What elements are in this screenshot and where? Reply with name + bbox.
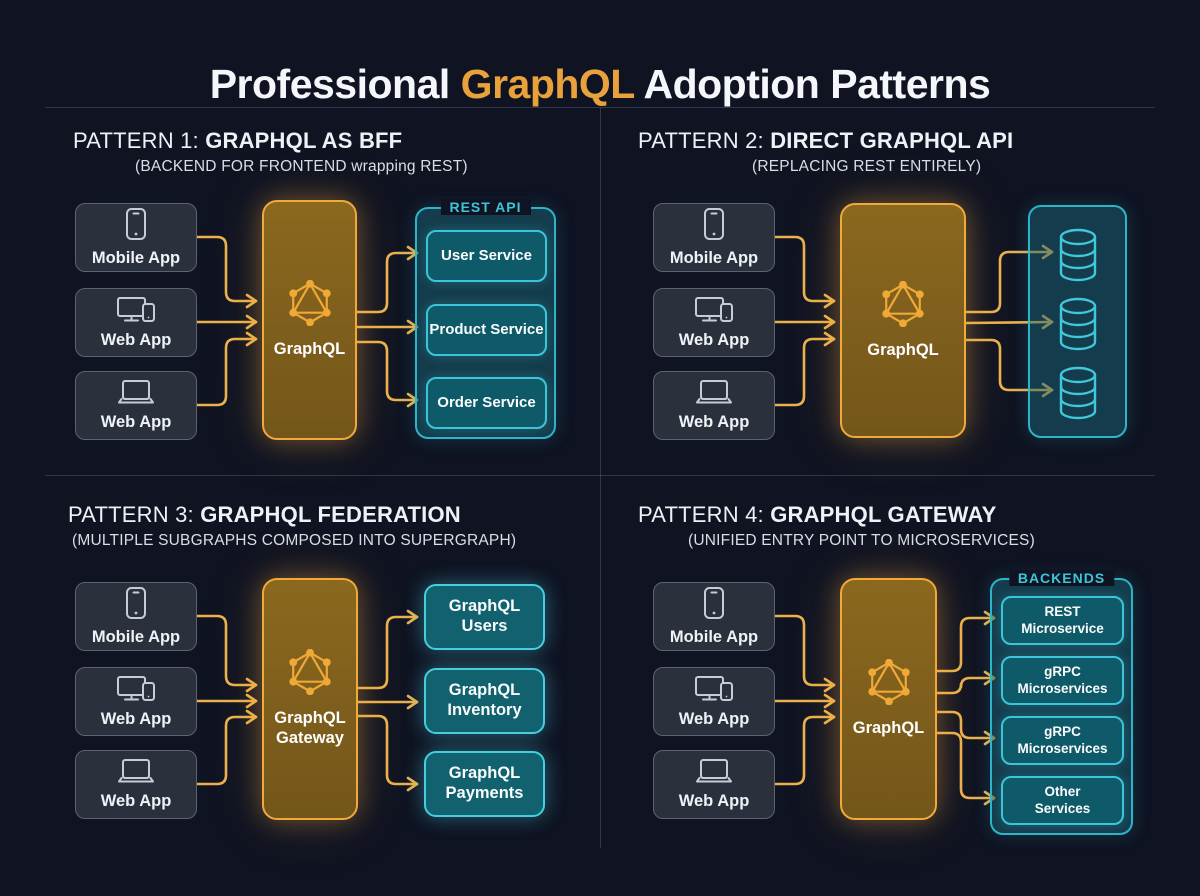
subgraph-box: GraphQL Users	[424, 584, 545, 650]
divider-vertical	[600, 108, 601, 848]
backend-box: REST Microservice	[1001, 596, 1124, 645]
rest-api-group: REST API User Service Product Service Or…	[415, 199, 556, 439]
hub-label: GraphQL Gateway	[274, 709, 346, 747]
pattern-2-subtitle: (REPLACING REST ENTIRELY)	[752, 158, 982, 175]
client-box-web-app: Web App	[75, 750, 197, 819]
pattern-3-heading: PATTERN 3: GRAPHQL FEDERATION	[68, 502, 461, 527]
laptop-icon	[694, 758, 734, 789]
devices-icon	[116, 295, 156, 328]
divider-top	[45, 107, 1155, 108]
devices-icon	[694, 674, 734, 707]
group-label: BACKENDS	[1008, 570, 1115, 586]
client-label: Web App	[100, 413, 172, 431]
pattern-1-heading: PATTERN 1: GRAPHQL AS BFF	[73, 128, 403, 153]
client-box-web-app: Web App	[75, 288, 197, 357]
service-box: Order Service	[426, 377, 547, 429]
devices-icon	[694, 295, 734, 328]
service-box: User Service	[426, 230, 547, 282]
client-box-mobile-app: Mobile App	[75, 203, 197, 272]
hub-label: GraphQL	[852, 719, 925, 738]
graphql-logo-icon	[287, 278, 333, 331]
hub-label: GraphQL	[273, 340, 346, 359]
graphql-gateway-hub: GraphQL Gateway	[262, 578, 358, 820]
client-box-mobile-app: Mobile App	[75, 582, 197, 651]
pattern-1-subtitle: (BACKEND FOR FRONTEND wrapping REST)	[135, 158, 468, 175]
page-title: Professional GraphQL Adoption Patterns	[0, 61, 1200, 108]
smartphone-icon	[124, 586, 148, 625]
hub-label: GraphQL	[867, 340, 939, 359]
smartphone-icon	[702, 586, 726, 625]
databases-group	[1028, 205, 1127, 438]
laptop-icon	[116, 379, 156, 410]
client-box-web-app: Web App	[75, 371, 197, 440]
client-box-web-app: Web App	[653, 371, 775, 440]
client-box-web-app: Web App	[653, 750, 775, 819]
client-label: Mobile App	[91, 249, 181, 267]
backend-box: gRPC Microservices	[1001, 656, 1124, 705]
graphql-logo-icon	[866, 657, 912, 710]
graphql-logo-icon	[287, 647, 333, 700]
client-label: Web App	[678, 413, 750, 431]
smartphone-icon	[702, 207, 726, 246]
client-box-web-app: Web App	[75, 667, 197, 736]
pattern-3-subtitle: (MULTIPLE SUBGRAPHS COMPOSED INTO SUPERG…	[72, 532, 517, 549]
client-box-mobile-app: Mobile App	[653, 203, 775, 272]
client-box-mobile-app: Mobile App	[653, 582, 775, 651]
client-label: Mobile App	[91, 628, 181, 646]
devices-icon	[116, 674, 156, 707]
database-icon	[1056, 366, 1100, 425]
laptop-icon	[116, 758, 156, 789]
pattern-4-heading: PATTERN 4: GRAPHQL GATEWAY	[638, 502, 997, 527]
graphql-hub: GraphQL	[262, 200, 357, 440]
database-icon	[1056, 297, 1100, 356]
client-box-web-app: Web App	[653, 288, 775, 357]
laptop-icon	[694, 379, 734, 410]
database-icon	[1056, 228, 1100, 287]
graphql-hub: GraphQL	[840, 203, 966, 438]
backend-box: gRPC Microservices	[1001, 716, 1124, 765]
subgraph-box: GraphQL Payments	[424, 751, 545, 817]
client-label: Web App	[678, 710, 750, 728]
client-box-web-app: Web App	[653, 667, 775, 736]
client-label: Web App	[678, 331, 750, 349]
pattern-4-subtitle: (UNIFIED ENTRY POINT TO MICROSERVICES)	[688, 532, 1035, 549]
client-label: Mobile App	[669, 249, 759, 267]
title-suffix: Adoption Patterns	[634, 61, 991, 108]
client-label: Web App	[100, 710, 172, 728]
subgraph-box: GraphQL Inventory	[424, 668, 545, 734]
client-label: Web App	[678, 792, 750, 810]
title-prefix: Professional	[209, 61, 461, 108]
client-label: Mobile App	[669, 628, 759, 646]
client-label: Web App	[100, 331, 172, 349]
graphql-logo-icon	[880, 279, 926, 332]
title-highlight: GraphQL	[460, 61, 635, 108]
graphql-hub: GraphQL	[840, 578, 937, 820]
client-label: Web App	[100, 792, 172, 810]
backends-group: BACKENDS REST Microservice gRPC Microser…	[990, 570, 1133, 835]
service-box: Product Service	[426, 304, 547, 356]
smartphone-icon	[124, 207, 148, 246]
backend-box: Other Services	[1001, 776, 1124, 825]
divider-middle	[45, 475, 1155, 476]
pattern-2-heading: PATTERN 2: DIRECT GRAPHQL API	[638, 128, 1014, 153]
group-label: REST API	[440, 199, 531, 215]
